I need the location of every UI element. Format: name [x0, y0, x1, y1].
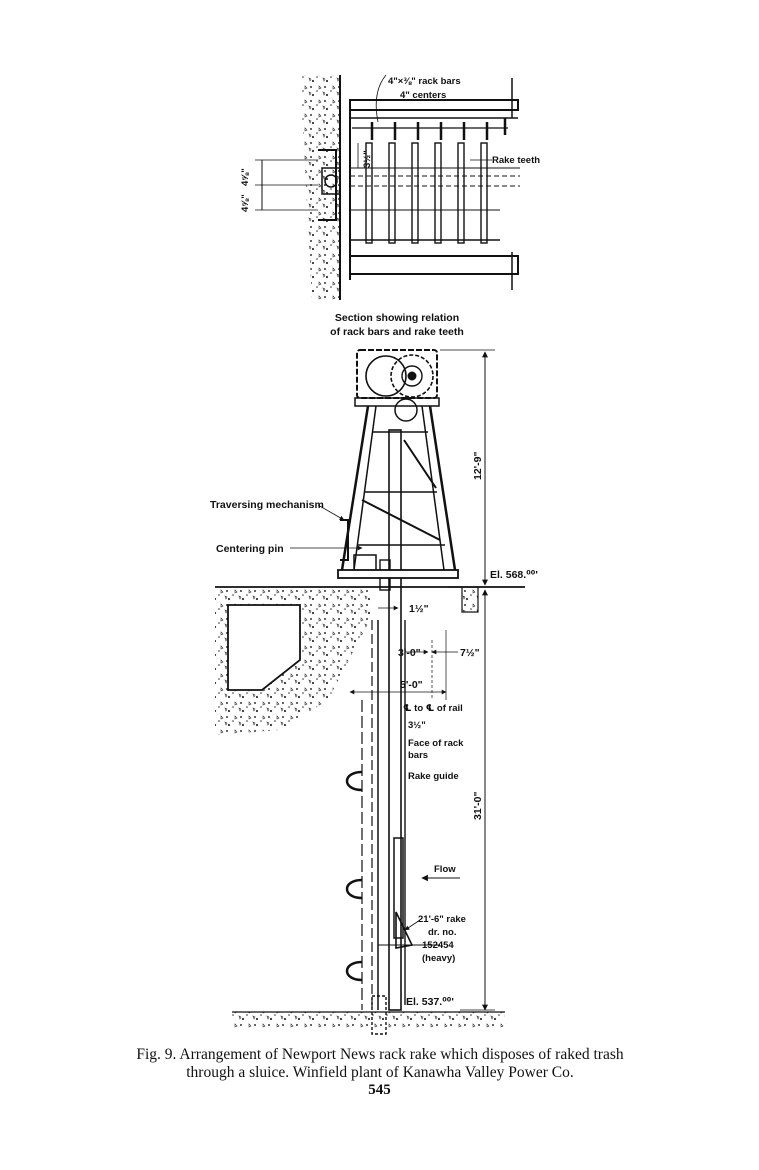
figure-caption-line2: through a sluice. Winfield plant of Kana… — [186, 1064, 574, 1081]
face-label-line2: bars — [408, 750, 428, 761]
face-label-line1: Face of rack — [408, 738, 464, 749]
centering-label: Centering pin — [216, 543, 284, 555]
dim-teeth: 3½" — [362, 150, 373, 168]
dim-3-0: 3'-0" — [398, 647, 421, 659]
traversing-label: Traversing mechanism — [210, 499, 324, 511]
page-number: 545 — [368, 1082, 391, 1098]
el-bottom-label: El. 537.⁰⁰' — [406, 996, 454, 1008]
top-section-drawing — [255, 74, 520, 300]
figure-caption-line1: Fig. 9. Arrangement of Newport News rack… — [136, 1046, 624, 1063]
rake-label-line2: dr. no. — [428, 927, 457, 938]
dim-7-5: 7½" — [460, 647, 480, 659]
rake-label-line4: (heavy) — [422, 953, 455, 964]
dim-1-5: 1½" — [409, 603, 429, 615]
rake-guide-label: Rake guide — [408, 771, 459, 782]
height-top-label: 12'-9" — [472, 451, 484, 480]
rack-bars-label: 4"×⅜" rack bars — [388, 76, 461, 87]
dim-5-0: 5'-0" — [400, 679, 423, 691]
rake-label-line1: 21'-6" rake — [418, 914, 466, 925]
elevation-drawing — [215, 349, 525, 1035]
rail-label: ℄ to ℄ of rail — [403, 703, 463, 714]
height-main-label: 31'-0" — [472, 791, 484, 820]
el-top-label: El. 568.⁰⁰' — [490, 569, 538, 581]
dim-vertical-left: 4⅝" — [240, 194, 251, 212]
flow-label: Flow — [434, 864, 456, 875]
dim-vertical-left-2: 4⅝" — [240, 168, 251, 186]
section-caption-line1: Section showing relation — [335, 312, 459, 324]
dim-3-5: 3½" — [408, 720, 426, 731]
section-caption-line2: of rack bars and rake teeth — [330, 326, 464, 338]
rake-label-line3: 152454 — [422, 940, 454, 951]
centers-label: 4" centers — [400, 90, 446, 101]
rake-teeth-label: Rake teeth — [492, 155, 540, 166]
